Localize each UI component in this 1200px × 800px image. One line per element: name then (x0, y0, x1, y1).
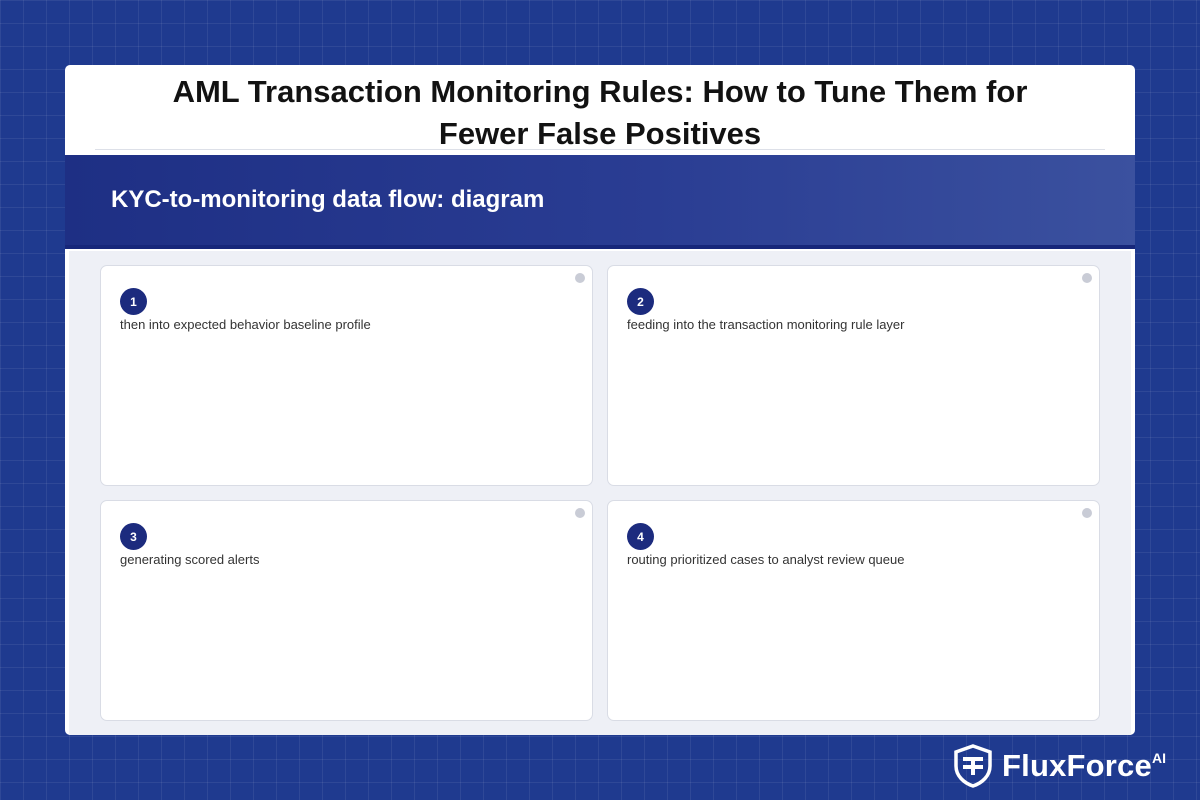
step-text: routing prioritized cases to analyst rev… (627, 552, 905, 567)
content-card: AML Transaction Monitoring Rules: How to… (65, 65, 1135, 735)
step-card-2: 2 feeding into the transaction monitorin… (607, 265, 1100, 486)
corner-dot-icon (575, 508, 585, 518)
step-number-badge: 3 (120, 523, 147, 550)
step-text: feeding into the transaction monitoring … (627, 317, 905, 332)
title-divider (95, 149, 1105, 150)
corner-dot-icon (575, 273, 585, 283)
brand-logo: FluxForce AI (952, 744, 1166, 788)
brand-suffix: AI (1151, 750, 1166, 766)
step-number-badge: 2 (627, 288, 654, 315)
step-text: then into expected behavior baseline pro… (120, 317, 371, 332)
step-card-1: 1 then into expected behavior baseline p… (100, 265, 593, 486)
step-number-badge: 1 (120, 288, 147, 315)
corner-dot-icon (1082, 508, 1092, 518)
page-title: AML Transaction Monitoring Rules: How to… (172, 74, 1028, 151)
brand-name: FluxForce (1002, 748, 1152, 783)
step-card-3: 3 generating scored alerts (100, 500, 593, 721)
steps-grid: 1 then into expected behavior baseline p… (69, 251, 1131, 735)
title-area: AML Transaction Monitoring Rules: How to… (65, 65, 1135, 155)
step-card-4: 4 routing prioritized cases to analyst r… (607, 500, 1100, 721)
step-number-badge: 4 (627, 523, 654, 550)
corner-dot-icon (1082, 273, 1092, 283)
step-text: generating scored alerts (120, 552, 260, 567)
shield-logo-icon (954, 744, 992, 788)
section-title: KYC-to-monitoring data flow: diagram (111, 186, 545, 213)
section-header: KYC-to-monitoring data flow: diagram (65, 155, 1135, 249)
